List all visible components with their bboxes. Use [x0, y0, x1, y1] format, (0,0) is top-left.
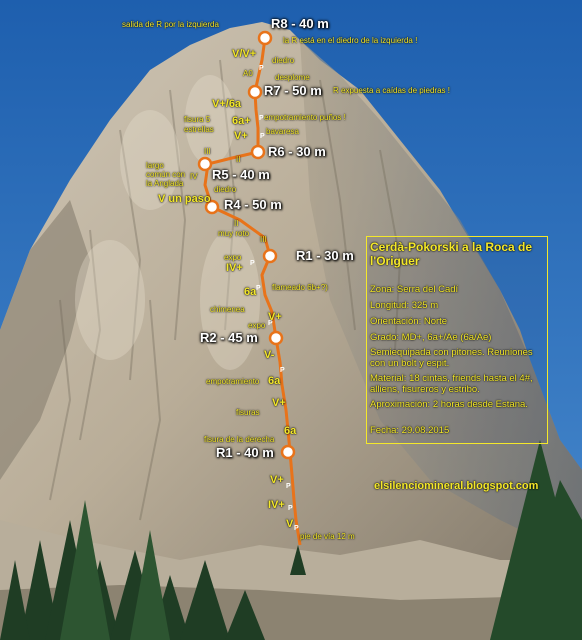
route-material: Material: 18 cintas, friends hasta el 4#…	[370, 373, 533, 395]
note-empotramiento: empotramiento	[206, 377, 260, 386]
note-fisuras: fisuras	[236, 408, 260, 417]
svg-text:P: P	[250, 260, 255, 267]
route-longitud: Longitud: 325 m	[370, 300, 439, 311]
note-estrellas: estrellas	[184, 125, 214, 134]
blog-url: elsilenciomineral.blogspot.com	[374, 480, 539, 492]
note-desplome: desplome	[275, 73, 310, 82]
svg-text:P: P	[260, 133, 265, 140]
note-bavaresa: bavaresa	[266, 127, 299, 136]
belay-marker-r2	[268, 330, 284, 346]
belay-marker-r6	[250, 144, 266, 160]
svg-text:P: P	[280, 367, 285, 374]
note-v-un-paso: V un paso	[158, 193, 211, 205]
note-flameado: flameado 6b+?)	[272, 283, 328, 292]
belay-marker-r1b	[262, 248, 278, 264]
route-zona: Zona: Serra del Cadí	[370, 284, 459, 295]
route-equipamiento: Semiequipada con pitones. Reuniones con …	[370, 347, 533, 369]
belay-label-r1: R1 - 40 m	[216, 445, 274, 460]
grade-vplus-d: V+	[270, 474, 284, 486]
note-fisura5: fisura 5	[184, 115, 211, 124]
belay-label-r6: R6 - 30 m	[268, 144, 326, 159]
belay-marker-r7	[247, 84, 263, 100]
route-aproximacion: Aproximación: 2 horas desde Estana.	[370, 399, 528, 410]
grade-iv: IV	[190, 172, 198, 181]
grade-ii-a: II	[236, 155, 241, 164]
note-expo-b: expo	[248, 321, 266, 330]
note-chimenea: chimenea	[210, 305, 245, 314]
grade-vplus-b: V+	[268, 311, 282, 323]
grade-vplus-6a: V+/6a	[212, 98, 242, 110]
belay-label-r2: R2 - 45 m	[200, 330, 258, 345]
svg-text:P: P	[288, 505, 293, 512]
grade-iii-b: III	[260, 235, 267, 244]
note-a0: A0	[243, 69, 253, 78]
note-muy-roto: muy roto	[218, 229, 250, 238]
route-fecha: Fecha: 29.08.2015	[370, 425, 450, 436]
route-grado: Grado: MD+, 6a+/Ae (6a/Ae)	[370, 332, 492, 343]
note-largo-3: la Anglada	[146, 179, 184, 188]
route-title: Cerdà-Pokorski a la Roca de l'Origuer	[370, 240, 533, 269]
belay-label-r4: R4 - 50 m	[224, 197, 282, 212]
belay-label-r1b: R1 - 30 m	[296, 248, 354, 263]
note-largo-2: común con	[146, 170, 186, 179]
note-r-expuesta: R expuesta a caídas de piedras !	[333, 86, 450, 95]
grade-iii-a: III	[204, 147, 211, 156]
svg-text:P: P	[294, 525, 299, 532]
belay-label-r7: R7 - 50 m	[264, 83, 322, 98]
belay-label-r8: R8 - 40 m	[271, 16, 329, 31]
note-diedro-mid: diedro	[214, 185, 237, 194]
grade-ivplus-b: IV+	[268, 499, 285, 511]
note-pie-via: pie de vía 12 m	[300, 532, 355, 541]
belay-marker-r1	[280, 444, 296, 460]
svg-text:P: P	[256, 285, 261, 292]
grade-v-vplus: V/V+	[232, 48, 257, 60]
grade-vplus-a: V+	[234, 130, 248, 142]
grade-ii-b: II	[234, 219, 239, 228]
note-empotramiento-punos: empotramiento puños !	[264, 113, 346, 122]
svg-text:P: P	[286, 483, 291, 490]
belay-marker-r4	[204, 199, 220, 215]
grade-vplus-c: V+	[272, 397, 286, 409]
grade-6a-c: 6a	[284, 425, 297, 437]
route-info-box	[366, 236, 548, 444]
grade-v: V	[286, 518, 294, 530]
grade-ivplus: IV+	[226, 262, 243, 274]
note-diedro-top: diedro	[272, 56, 295, 65]
svg-text:P: P	[259, 65, 264, 72]
svg-text:P: P	[259, 115, 264, 122]
note-largo-1: largo	[146, 161, 164, 170]
svg-text:P: P	[268, 320, 273, 327]
note-r-diedro: la R está en el diedro de la izquierda !	[283, 36, 418, 45]
grade-vminus: V-	[264, 349, 275, 361]
note-expo-a: expo	[224, 253, 242, 262]
belay-label-r5: R5 - 40 m	[212, 167, 270, 182]
grade-6aplus: 6a+	[232, 115, 251, 127]
grade-6a-a: 6a	[244, 286, 257, 298]
note-fisura-derecha: fisura de la derecha	[204, 435, 275, 444]
grade-6a-b: 6a	[268, 375, 281, 387]
belay-marker-r8	[257, 30, 273, 46]
note-salida: salida de R por la izquierda	[122, 20, 219, 29]
belay-marker-r5	[197, 156, 213, 172]
route-orientacion: Orientación: Norte	[370, 316, 448, 327]
